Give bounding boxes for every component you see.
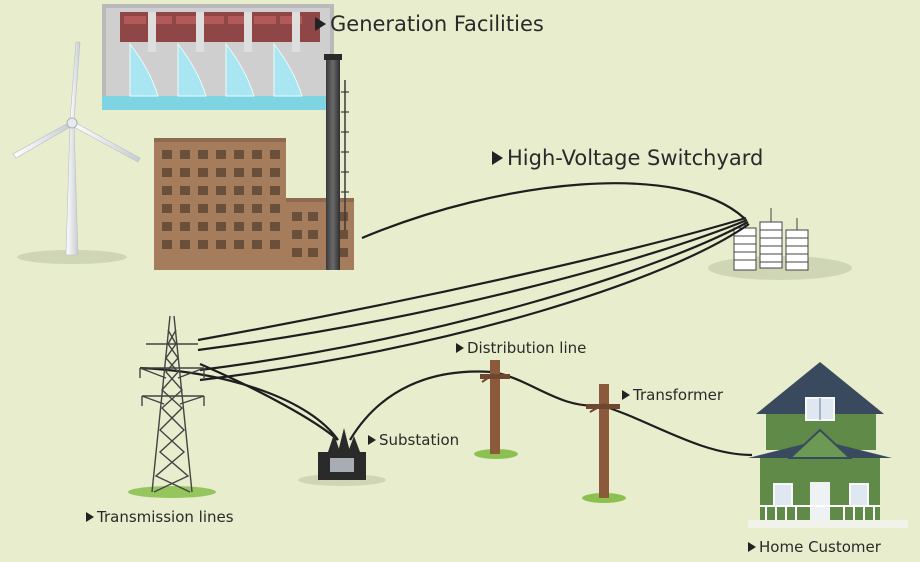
high-voltage-switchyard-label: High-Voltage Switchyard [492,146,763,170]
arrow-right-icon [368,435,376,445]
home-customer-label: Home Customer [748,538,881,556]
arrow-right-icon [86,512,94,522]
arrow-right-icon [748,542,756,552]
generation-facilities-label: Generation Facilities [315,12,544,36]
power-wires [139,182,753,457]
distribution-line-label: Distribution line [456,339,586,357]
power-plant-icon [154,138,354,270]
arrow-right-icon [315,17,326,31]
hydro-dam-icon [102,4,334,110]
arrow-right-icon [456,343,464,353]
utility-pole-icon [474,360,518,459]
arrow-right-icon [492,151,503,165]
wind-turbine-icon [12,41,141,264]
transformer-pole-icon [582,384,626,503]
arrow-right-icon [622,390,630,400]
smokestack-icon [324,54,349,270]
transformer-label: Transformer [622,386,723,404]
house-icon [748,362,908,528]
transmission-tower-icon [128,315,216,498]
switchyard-icon [708,208,852,280]
substation-icon [298,428,386,486]
substation-label: Substation [368,431,459,449]
transmission-lines-label: Transmission lines [86,508,234,526]
